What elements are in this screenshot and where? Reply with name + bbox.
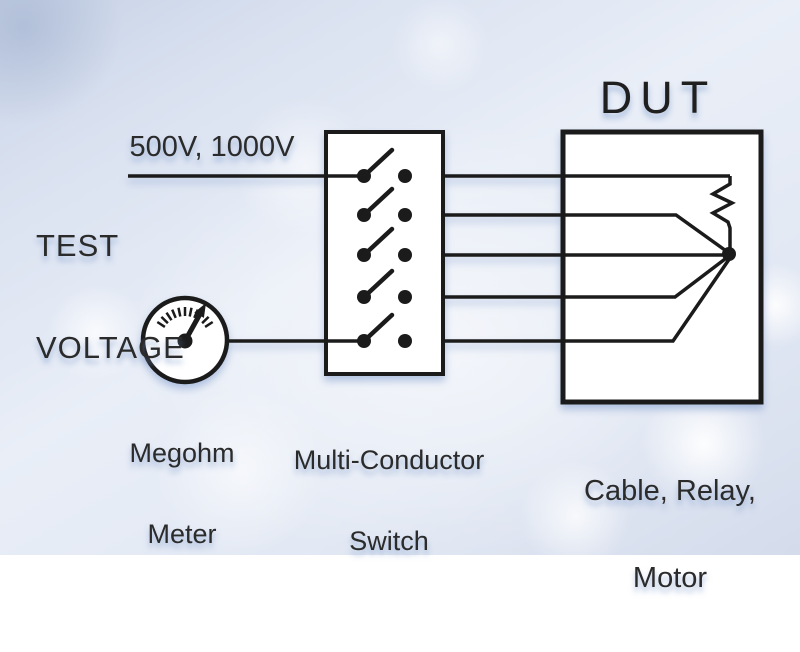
switch-pole-1 (357, 147, 412, 183)
switch-contact-dot (398, 290, 412, 304)
test-voltage-line2: VOLTAGE (36, 330, 185, 365)
megohm-meter-label: Megohm Meter (112, 386, 252, 602)
switch-label-line1: Multi-Conductor (293, 445, 485, 475)
wire-5 (443, 257, 732, 343)
dut-title: DUT (599, 72, 717, 123)
junction-dot (722, 247, 736, 261)
voltage-values-label: 500V, 1000V (129, 131, 295, 163)
resistor-icon (709, 176, 736, 249)
switch-contact-dot (398, 248, 412, 262)
switch-contact-dot (398, 208, 412, 222)
wire-4 (443, 254, 731, 299)
switch-label: Multi-Conductor Switch (279, 393, 499, 609)
switch-pole-3 (357, 226, 412, 262)
switch-pole-4 (357, 268, 412, 304)
switch-blade-icon (361, 226, 395, 258)
meter-label-line1: Megohm (129, 438, 235, 468)
multi-conductor-switch-box (324, 130, 445, 376)
dut-box (560, 129, 764, 405)
meter-needle-arrowhead (194, 303, 206, 318)
dut-caption-line1: Cable, Relay, (584, 475, 756, 507)
switch-pole-2 (357, 186, 412, 222)
meter-label-line2: Meter (147, 519, 217, 549)
switch-contact-dot (398, 169, 412, 183)
dut-caption-line2: Motor (632, 562, 708, 594)
switch-blade-icon (361, 268, 395, 300)
switch-pole-5 (357, 312, 412, 348)
switch-label-line2: Switch (349, 526, 429, 556)
megohm-meter-icon (140, 295, 230, 385)
switch-blade-icon (361, 186, 395, 218)
wire-2 (443, 213, 731, 255)
test-setup-diagram (128, 129, 764, 405)
switch-poles (357, 147, 412, 348)
test-voltage-line1: TEST (36, 228, 120, 263)
meter-pivot-dot (177, 333, 193, 349)
conductor-wires (443, 174, 732, 343)
switch-blade-icon (361, 147, 395, 179)
test-voltage-label: TEST VOLTAGE (36, 161, 185, 433)
diagram-canvas: 500V, 1000V TEST VOLTAGE DUT Multi-Condu… (0, 0, 800, 593)
switch-blade-icon (361, 312, 395, 344)
dut-caption: Cable, Relay, Motor (570, 419, 770, 651)
meter-ticks (156, 307, 214, 328)
switch-contact-dot (398, 334, 412, 348)
